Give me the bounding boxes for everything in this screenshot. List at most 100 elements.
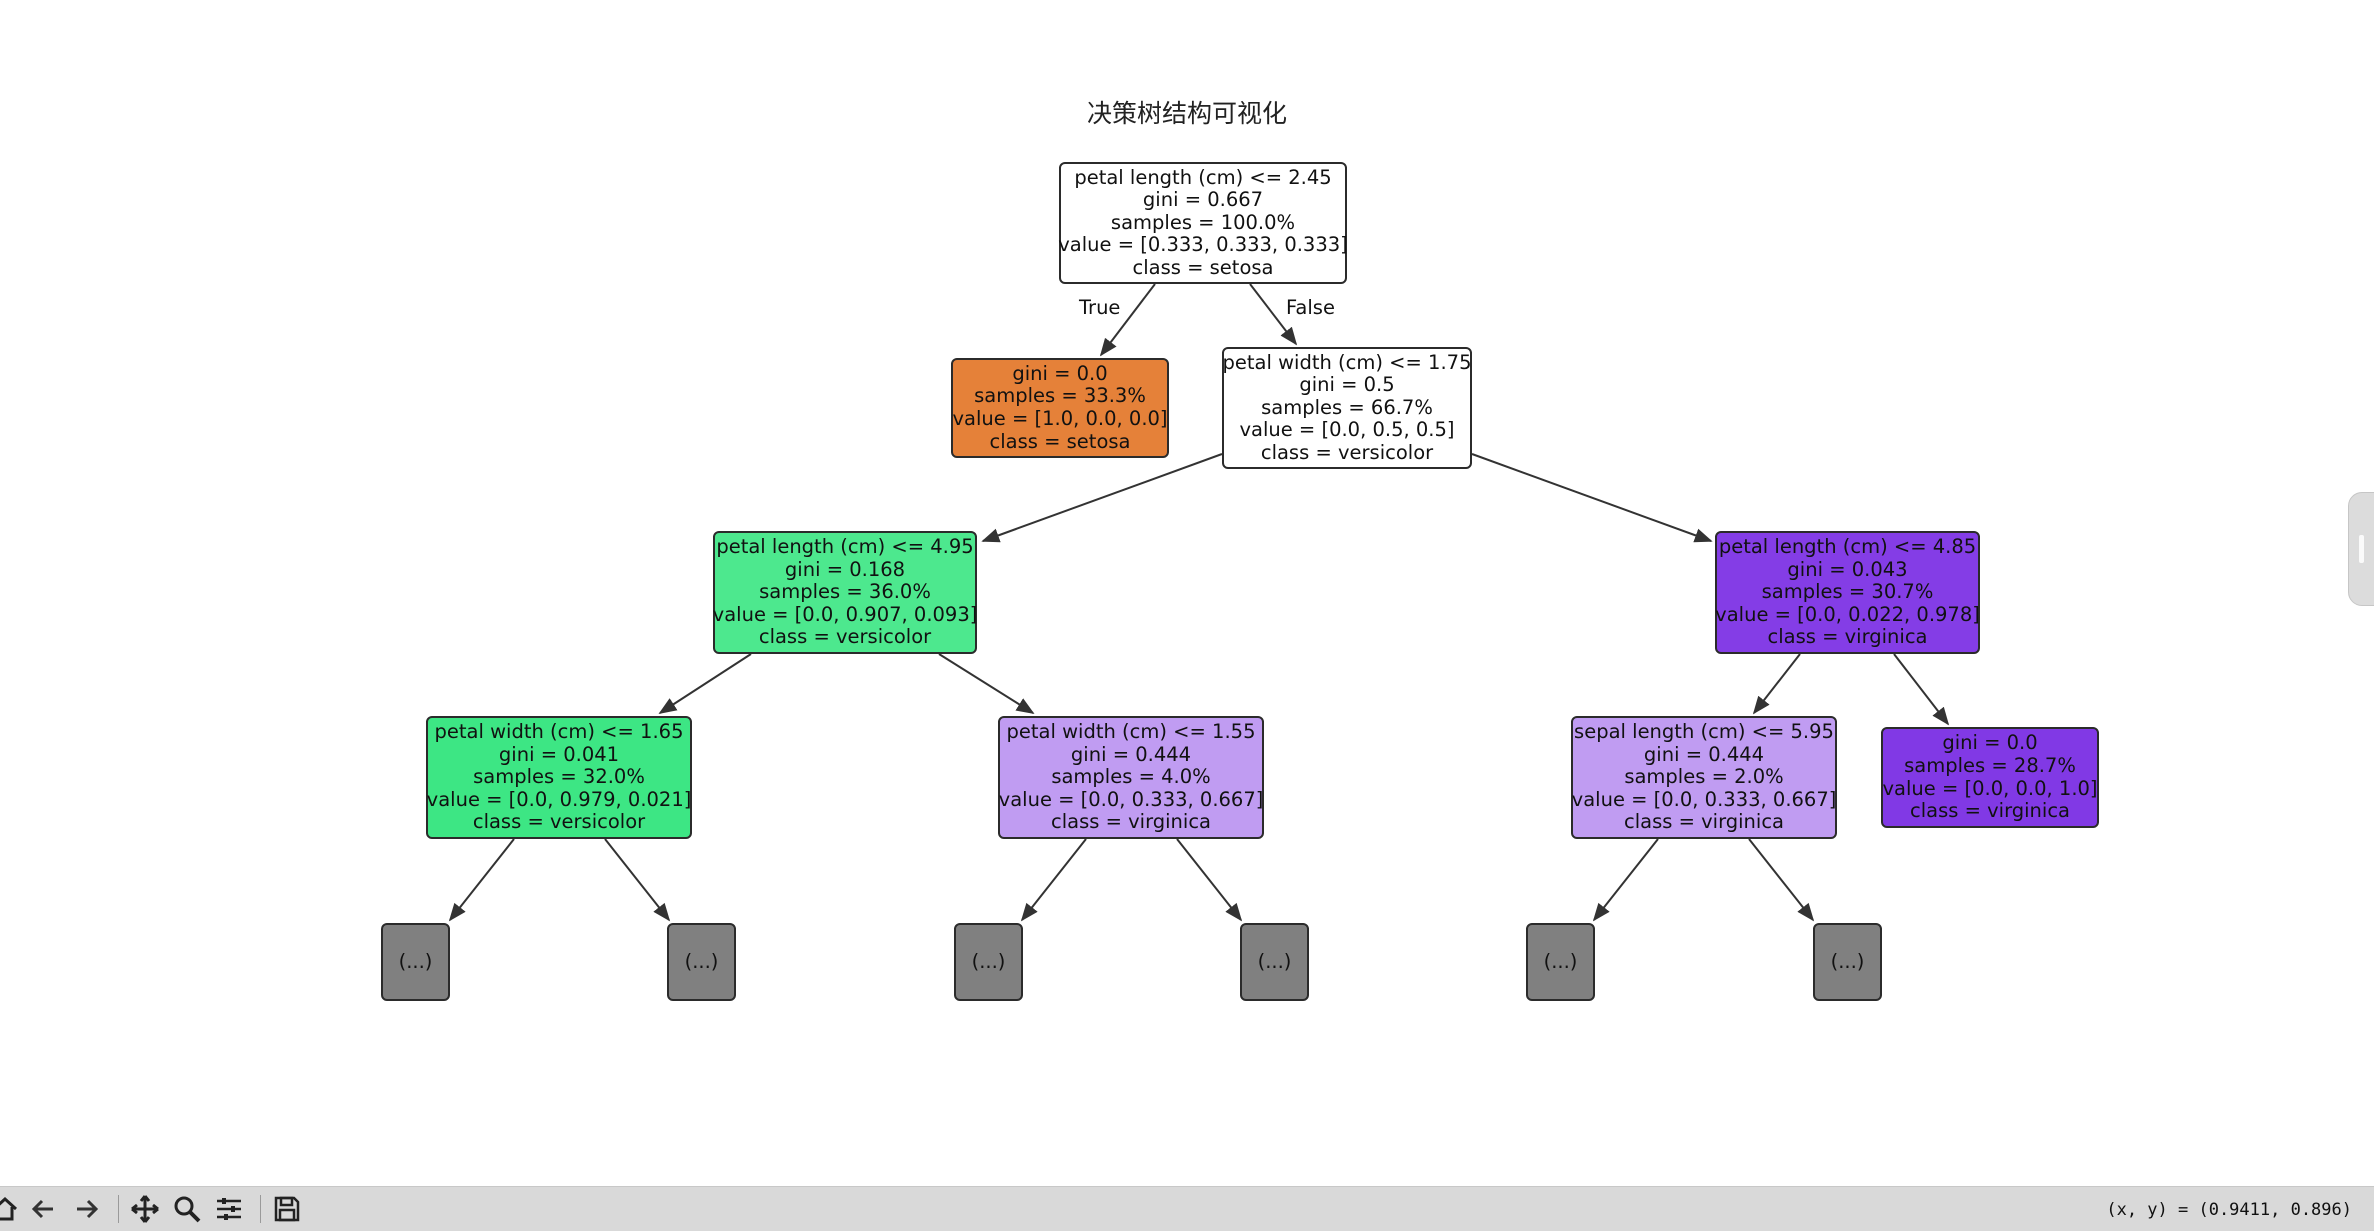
toolbar-separator <box>260 1195 261 1223</box>
tree-edge <box>1249 283 1298 346</box>
side-panel-handle[interactable] <box>2348 492 2374 606</box>
save-button[interactable] <box>270 1193 304 1225</box>
node-text-line: samples = 33.3% <box>974 384 1146 408</box>
node-text-line: petal length (cm) <= 4.85 <box>1718 535 1977 559</box>
node-text-line: samples = 30.7% <box>1761 580 1934 604</box>
node-text-line: gini = 0.043 <box>1787 557 1908 581</box>
node-text-line: value = [0.0, 0.333, 0.667] <box>998 787 1264 811</box>
node-text-line: (...) <box>1830 949 1865 973</box>
node-text-line: gini = 0.0 <box>1012 361 1108 385</box>
node-text-line: petal length (cm) <= 4.95 <box>716 535 974 559</box>
node-text-line: class = versicolor <box>472 810 646 834</box>
pan-button[interactable] <box>128 1193 162 1225</box>
truncated-node: (...) <box>1240 923 1309 1001</box>
node-text-line: gini = 0.444 <box>1643 742 1765 766</box>
tree-edge <box>1099 283 1156 357</box>
tree-edge <box>604 838 671 922</box>
tree-edge <box>1592 838 1659 922</box>
tree-edge <box>1176 838 1243 922</box>
tree-edge <box>938 653 1035 714</box>
node-text-line: petal width (cm) <= 1.65 <box>434 720 684 744</box>
truncated-node: (...) <box>667 923 736 1001</box>
tree-edge <box>1893 653 1950 726</box>
pan-icon <box>131 1195 159 1223</box>
node-text-line: gini = 0.041 <box>498 742 620 766</box>
node-text-line: petal length (cm) <= 2.45 <box>1074 165 1332 189</box>
node-text-line: value = [0.0, 0.5, 0.5] <box>1239 418 1455 442</box>
tree-edge <box>1020 838 1087 922</box>
node-text-line: class = virginica <box>1767 625 1928 649</box>
configure-icon <box>217 1198 241 1220</box>
tree-edge <box>1748 838 1815 922</box>
node-text-line: gini = 0.667 <box>1142 188 1264 212</box>
grip-icon <box>2359 535 2364 563</box>
node-text-line: samples = 32.0% <box>473 765 645 789</box>
node-text-line: samples = 36.0% <box>759 580 931 604</box>
node-text-line: class = virginica <box>1050 810 1212 834</box>
truncated-node: (...) <box>381 923 450 1001</box>
node-text-line: samples = 4.0% <box>1051 765 1211 789</box>
node-text-line: samples = 2.0% <box>1624 765 1784 789</box>
node-text-line: value = [0.0, 0.022, 0.978] <box>1715 602 1980 626</box>
configure-subplots-button[interactable] <box>212 1193 246 1225</box>
matplotlib-toolbar <box>0 1186 2374 1231</box>
node-text-line: value = [1.0, 0.0, 0.0] <box>952 407 1168 430</box>
node-text-line: value = [0.0, 0.333, 0.667] <box>1571 787 1837 811</box>
node-text-line: samples = 28.7% <box>1904 753 2076 777</box>
node-text-line: samples = 100.0% <box>1110 210 1296 234</box>
node-text-line: (...) <box>684 949 719 973</box>
back-button[interactable] <box>26 1193 60 1225</box>
truncated-node: (...) <box>954 923 1023 1001</box>
plot-title: 决策树结构可视化 <box>1086 99 1287 128</box>
node-text-line: sepal length (cm) <= 5.95 <box>1574 720 1834 744</box>
node-text-line: class = setosa <box>989 429 1131 453</box>
tree-edge <box>658 653 752 714</box>
back-icon <box>31 1199 53 1219</box>
edge-label-false: False <box>1286 296 1335 319</box>
tree-edge <box>981 453 1223 543</box>
node-text-line: value = [0.0, 0.979, 0.021] <box>426 787 692 811</box>
node-text-line: samples = 66.7% <box>1261 395 1433 419</box>
home-icon <box>0 1196 18 1221</box>
zoom-button[interactable] <box>170 1193 204 1225</box>
node-text-line: gini = 0.168 <box>784 557 906 581</box>
tree-edge <box>1471 453 1713 543</box>
node-text-line: value = [0.333, 0.333, 0.333] <box>1058 233 1348 257</box>
toolbar-separator <box>118 1195 119 1223</box>
tree-edge <box>1752 653 1801 715</box>
node-text-line: gini = 0.5 <box>1299 373 1395 397</box>
truncated-node: (...) <box>1813 923 1882 1001</box>
node-text-line: class = versicolor <box>1260 440 1434 464</box>
cursor-coordinates: (x, y) = (0.9411, 0.896) <box>2106 1200 2352 1220</box>
zoom-icon <box>174 1196 201 1223</box>
node-text-line: (...) <box>971 949 1006 973</box>
save-icon <box>274 1196 300 1222</box>
node-text-line: (...) <box>398 949 433 973</box>
node-text-line: class = virginica <box>1623 810 1785 834</box>
node-text-line: class = virginica <box>1909 799 2071 823</box>
edge-label-true: True <box>1079 296 1121 319</box>
node-text-line: value = [0.0, 0.907, 0.093] <box>712 602 978 626</box>
tree-edge <box>448 838 515 922</box>
node-text-line: gini = 0.444 <box>1070 742 1192 766</box>
node-text-line: petal width (cm) <= 1.55 <box>1006 720 1256 744</box>
tree-edges <box>448 283 1950 922</box>
node-text-line: gini = 0.0 <box>1942 731 2038 755</box>
node-text-line: petal width (cm) <= 1.75 <box>1222 350 1472 374</box>
node-text-line: value = [0.0, 0.0, 1.0] <box>1882 776 2098 800</box>
node-text-line: class = versicolor <box>758 625 932 649</box>
forward-button[interactable] <box>70 1193 104 1225</box>
plot-canvas <box>448 283 1950 922</box>
node-text-line: (...) <box>1543 949 1578 973</box>
home-button[interactable] <box>0 1193 22 1225</box>
node-text-line: class = setosa <box>1132 255 1274 279</box>
